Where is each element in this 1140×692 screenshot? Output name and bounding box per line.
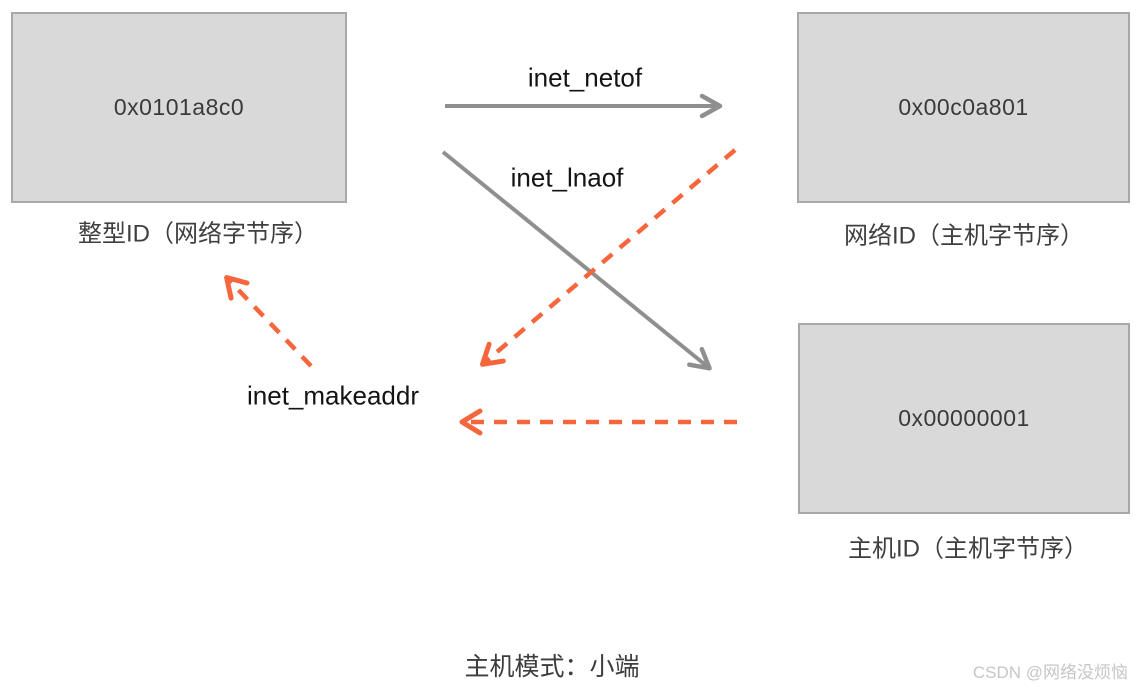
func-label-inet-netof: inet_netof	[527, 62, 643, 93]
node-host-label: 主机ID（主机字节序）	[848, 535, 1088, 563]
node-integer-value: 0x0101a8c0	[113, 94, 245, 120]
node-network-value: 0x00c0a801	[898, 94, 1029, 120]
arrow-inet-lnaof	[441, 150, 712, 371]
arrow-makeaddr-to-integer	[224, 275, 313, 368]
arrow-network-to-makeaddr	[479, 148, 737, 367]
csdn-watermark: CSDN @网络没烦恼	[972, 663, 1128, 682]
node-network-label: 网络ID（主机字节序）	[844, 222, 1084, 250]
func-label-inet-makeaddr: inet_makeaddr	[247, 380, 419, 411]
func-label-inet-lnaof: inet_lnaof	[510, 162, 624, 193]
node-host-box: 0x00000001	[798, 323, 1130, 514]
node-integer-box: 0x0101a8c0	[11, 12, 347, 203]
host-mode-note: 主机模式：小端	[464, 653, 640, 681]
node-integer-label: 整型ID（网络字节序）	[78, 220, 318, 248]
node-network-box: 0x00c0a801	[797, 12, 1130, 203]
node-host-value: 0x00000001	[898, 405, 1030, 431]
